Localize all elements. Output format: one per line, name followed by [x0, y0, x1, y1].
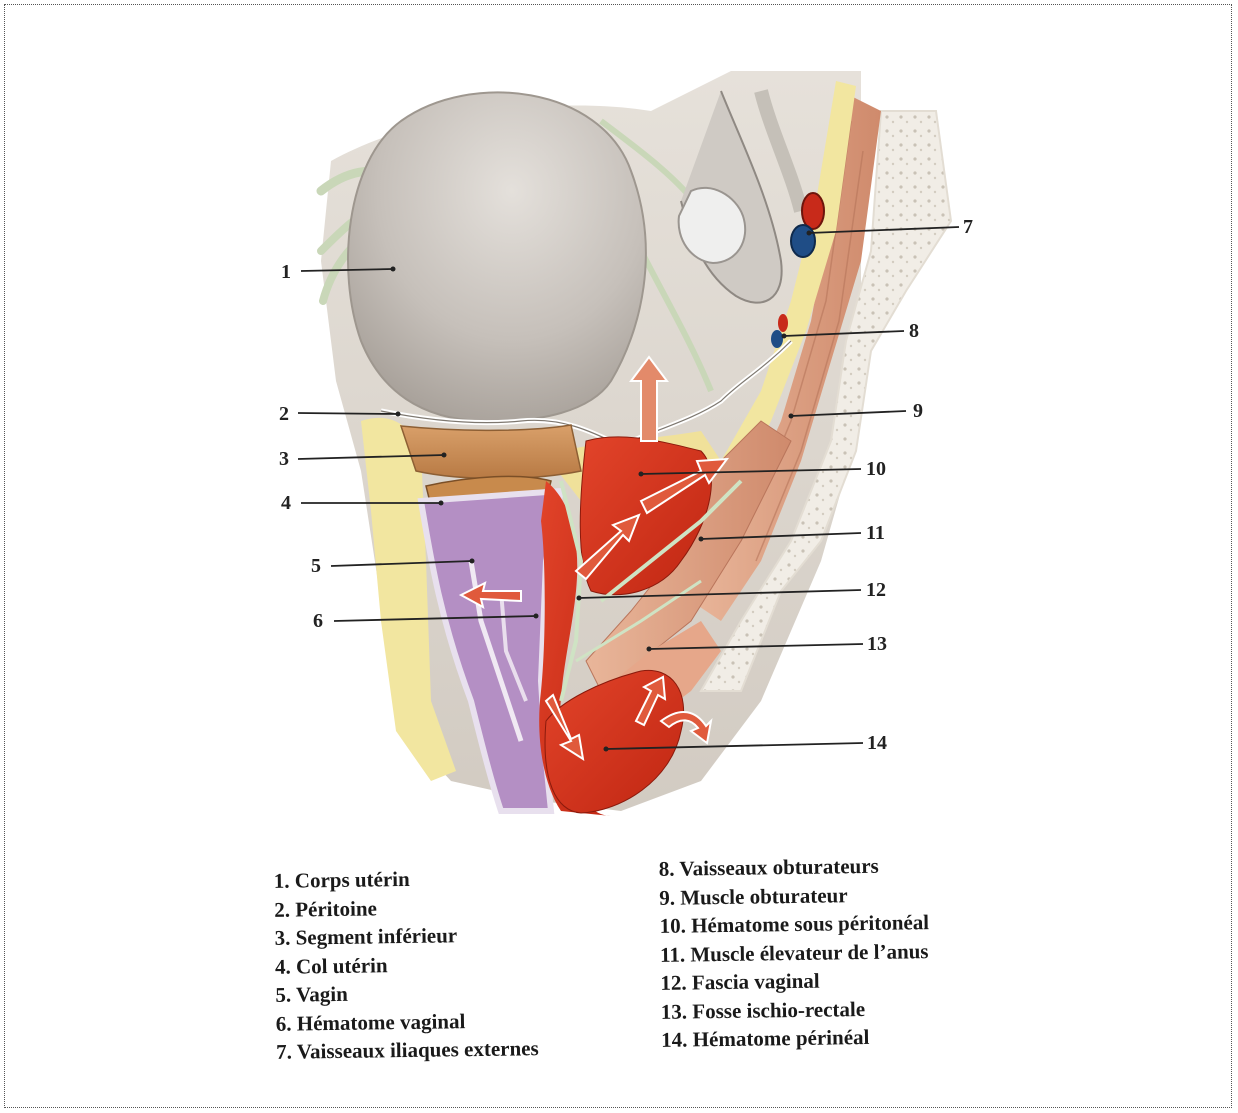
uterine-body: [348, 92, 646, 421]
lower-uterine-segment: [401, 425, 581, 479]
callout-11: 11: [866, 522, 885, 544]
figure-frame: 1 2 3 4 5 6 7 8 9 10 11 12 13 14 1. Corp…: [4, 4, 1232, 1108]
callout-10: 10: [866, 458, 886, 480]
callout-9: 9: [913, 400, 923, 422]
legend-item-5: 5. Vagin: [275, 977, 538, 1009]
callout-3: 3: [279, 448, 289, 470]
legend-item-10: 10. Hématome sous péritonéal: [659, 908, 929, 940]
legend-item-2: 2. Péritoine: [274, 892, 537, 924]
legend-item-4: 4. Col utérin: [275, 949, 538, 981]
external-iliac-artery: [802, 193, 824, 229]
legend-item-1: 1. Corps utérin: [274, 863, 537, 895]
legend-item-12: 12. Fascia vaginal: [660, 965, 930, 997]
callout-5: 5: [311, 555, 321, 577]
callout-4: 4: [281, 492, 291, 514]
legend-item-8: 8. Vaisseaux obturateurs: [659, 851, 929, 883]
legend-left-column: 1. Corps utérin 2. Péritoine 3. Segment …: [274, 863, 539, 1066]
callout-12: 12: [866, 579, 886, 601]
callout-8: 8: [909, 320, 919, 342]
legend-item-13: 13. Fosse ischio-rectale: [661, 994, 931, 1026]
callout-6: 6: [313, 610, 323, 632]
external-iliac-vein: [791, 225, 815, 257]
callout-14: 14: [867, 732, 887, 754]
legend-item-11: 11. Muscle élevateur de l’anus: [660, 937, 930, 969]
legend-item-3: 3. Segment inférieur: [274, 920, 537, 952]
callout-7: 7: [963, 216, 973, 238]
legend-right-column: 8. Vaisseaux obturateurs 9. Muscle obtur…: [659, 851, 931, 1054]
callout-2: 2: [279, 403, 289, 425]
legend-item-7: 7. Vaisseaux iliaques externes: [276, 1034, 539, 1066]
callout-1: 1: [281, 261, 291, 283]
legend-item-9: 9. Muscle obturateur: [659, 880, 929, 912]
obturator-vein: [771, 330, 783, 348]
legend-item-14: 14. Hématome périnéal: [661, 1022, 931, 1054]
legend-item-6: 6. Hématome vaginal: [276, 1006, 539, 1038]
leader-line-2: [298, 413, 398, 414]
obturator-artery: [778, 314, 788, 332]
anatomy-illustration: 1 2 3 4 5 6 7 8 9 10 11 12 13 14: [5, 5, 1233, 1109]
callout-13: 13: [867, 633, 887, 655]
